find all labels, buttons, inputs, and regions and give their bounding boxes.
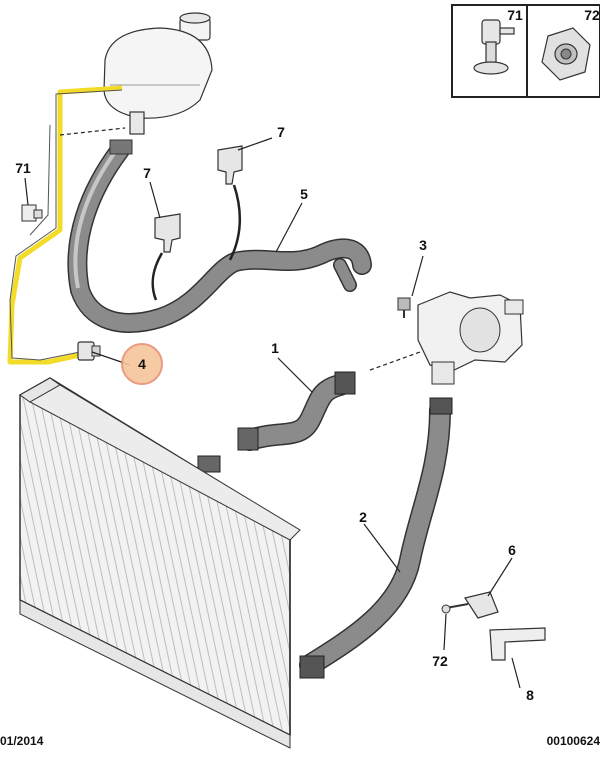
- callout-3: 3: [419, 237, 427, 253]
- nut-72-icon: [541, 27, 591, 81]
- callout-71: 71: [15, 160, 31, 176]
- clip-71: [21, 204, 43, 222]
- radiator: [19, 377, 301, 749]
- inset-label-71: 71: [507, 7, 523, 23]
- callout-72: 72: [432, 653, 448, 669]
- callout-7-top: 7: [277, 124, 285, 140]
- bracket-6: [441, 591, 499, 619]
- hose-2: [299, 397, 453, 679]
- callout-6: 6: [508, 542, 516, 558]
- inset-box: [451, 4, 600, 98]
- connector-4: [77, 341, 101, 361]
- leader-lines: [24, 127, 521, 689]
- callout-2: 2: [359, 509, 367, 525]
- expansion-tank: [103, 12, 213, 135]
- footer-date: 01/2014: [0, 734, 44, 748]
- hose-5: [67, 139, 372, 333]
- inset-label-72: 72: [584, 7, 600, 23]
- sensor-3: [397, 297, 411, 318]
- clip-7-lower: [151, 213, 181, 301]
- callout-8: 8: [526, 687, 534, 703]
- clip-8: [489, 627, 546, 661]
- hose-1: [197, 371, 356, 473]
- clip-7-upper: [217, 145, 243, 261]
- callout-1: 1: [271, 340, 279, 356]
- callout-5: 5: [300, 186, 308, 202]
- thermostat-housing: [417, 291, 524, 385]
- callout-4-badge: [121, 343, 163, 385]
- clip-71-icon: [473, 19, 515, 75]
- callout-4: 4: [138, 356, 146, 372]
- highlighted-pipe-4: [7, 85, 123, 365]
- footer-reference: 00100624: [546, 734, 600, 748]
- callout-7-mid: 7: [143, 165, 151, 181]
